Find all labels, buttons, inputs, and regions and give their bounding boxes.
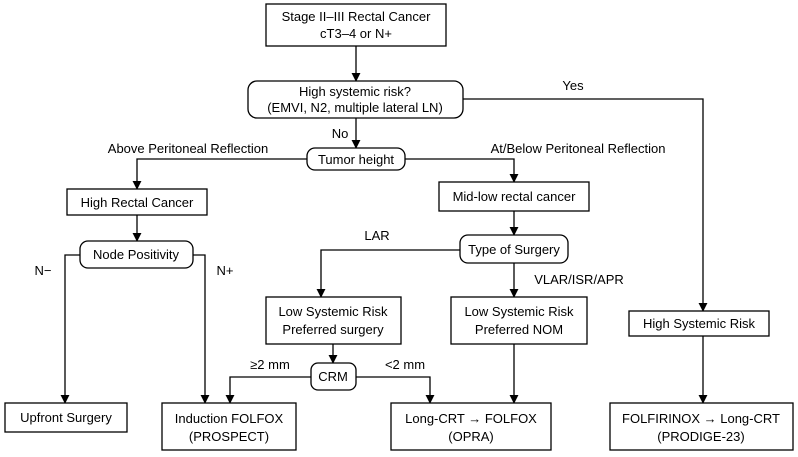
edge-label-below: At/Below Peritoneal Reflection	[491, 141, 666, 156]
edge-label-n-neg: N−	[35, 263, 52, 278]
edge-label-n-pos: N+	[217, 263, 234, 278]
node-crm-label: CRM	[318, 369, 348, 384]
node-start-line-2: cT3–4 or N+	[320, 26, 392, 41]
edge-label-above: Above Peritoneal Reflection	[108, 141, 268, 156]
node-low-risk-surgery-line-2: Preferred surgery	[282, 322, 384, 337]
node-induction-folfox-line-2: (PROSPECT)	[189, 429, 269, 444]
node-tumor-height: Tumor height	[306, 147, 406, 171]
node-mid-low-rectal: Mid-low rectal cancer	[438, 181, 590, 212]
node-mid-low-rectal-label: Mid-low rectal cancer	[453, 189, 576, 204]
edge-node-positive	[193, 254, 210, 404]
node-low-risk-surgery: Low Systemic Risk Preferred surgery	[265, 296, 402, 345]
edge-label-yes: Yes	[562, 78, 584, 93]
node-systemic-risk-question: High systemic risk? (EMVI, N2, multiple …	[247, 80, 464, 119]
node-induction-folfox: Induction FOLFOX (PROSPECT)	[161, 402, 297, 451]
node-induction-folfox-line-1: Induction FOLFOX	[175, 411, 284, 426]
node-node-positivity: Node Positivity	[79, 240, 194, 269]
node-high-systemic-risk: High Systemic Risk	[628, 310, 770, 337]
node-upfront-surgery: Upfront Surgery	[4, 402, 128, 433]
node-long-crt-folfox-line-2: (OPRA)	[448, 429, 494, 444]
edge-label-vlar: VLAR/ISR/APR	[534, 272, 624, 287]
node-crm: CRM	[310, 362, 357, 391]
node-folfirinox: FOLFIRINOX → Long-CRT (PRODIGE-23)	[609, 402, 794, 451]
node-low-risk-nom-line-2: Preferred NOM	[475, 322, 563, 337]
node-low-risk-nom: Low Systemic Risk Preferred NOM	[450, 296, 588, 345]
edge-label-ge2: ≥2 mm	[250, 357, 290, 372]
edge-crm-ge2	[225, 376, 311, 404]
node-type-of-surgery-label: Type of Surgery	[468, 242, 560, 257]
edge-label-lar: LAR	[364, 228, 389, 243]
edge-risk-yes	[463, 98, 708, 312]
edges	[60, 46, 708, 404]
edge-node-negative	[60, 254, 80, 404]
edge-label-no: No	[332, 126, 349, 141]
edge-crm-lt2	[356, 376, 435, 404]
node-type-of-surgery: Type of Surgery	[459, 234, 569, 264]
edge-height-below	[405, 158, 519, 183]
node-high-rectal-label: High Rectal Cancer	[81, 195, 194, 210]
node-node-positivity-label: Node Positivity	[93, 247, 179, 262]
node-folfirinox-line-1: FOLFIRINOX → Long-CRT	[622, 411, 780, 426]
node-systemic-risk-line-1: High systemic risk?	[299, 84, 411, 99]
edge-label-lt2: <2 mm	[385, 357, 425, 372]
edge-height-above	[132, 158, 307, 190]
node-start: Stage II–III Rectal Cancer cT3–4 or N+	[265, 3, 447, 47]
node-long-crt-folfox: Long-CRT → FOLFOX (OPRA)	[390, 402, 552, 451]
node-upfront-surgery-label: Upfront Surgery	[20, 410, 112, 425]
node-tumor-height-label: Tumor height	[318, 152, 394, 167]
edge-surgery-lar	[316, 249, 460, 298]
edge-labels: Yes No Above Peritoneal Reflection At/Be…	[35, 78, 666, 372]
node-high-systemic-risk-label: High Systemic Risk	[643, 316, 755, 331]
node-folfirinox-line-2: (PRODIGE-23)	[657, 429, 744, 444]
node-long-crt-folfox-line-1: Long-CRT → FOLFOX	[405, 411, 537, 426]
node-high-rectal: High Rectal Cancer	[66, 188, 208, 216]
node-start-line-1: Stage II–III Rectal Cancer	[282, 9, 432, 24]
node-low-risk-nom-line-1: Low Systemic Risk	[464, 304, 574, 319]
node-systemic-risk-line-2: (EMVI, N2, multiple lateral LN)	[267, 100, 443, 115]
node-low-risk-surgery-line-1: Low Systemic Risk	[278, 304, 388, 319]
